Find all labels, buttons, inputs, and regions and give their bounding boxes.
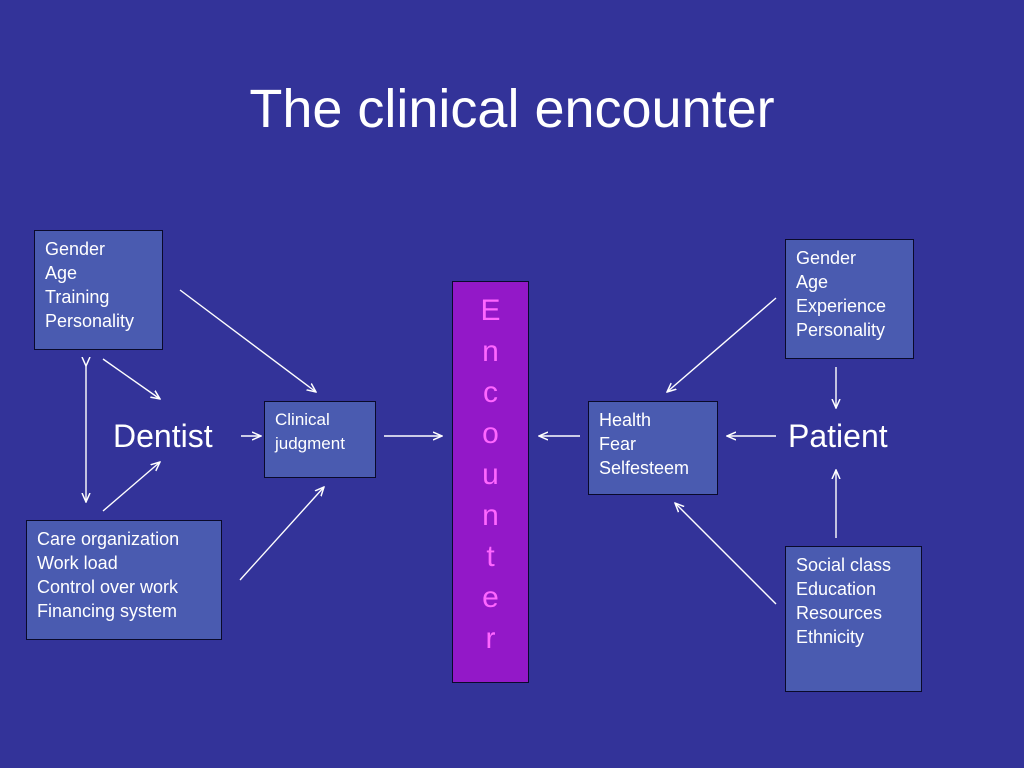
factor-item: Gender xyxy=(796,248,857,268)
encounter-letter: e xyxy=(482,581,499,614)
patient-label: Patient xyxy=(788,418,888,454)
arrow-work-to-dentist xyxy=(102,462,160,512)
encounter-box: E n c o u n t e r xyxy=(452,281,529,683)
encounter-letter: o xyxy=(482,417,499,450)
factor-item: Social class xyxy=(796,555,892,575)
arrow-personal-to-judgment xyxy=(179,289,316,392)
clinical-judgment-line: Clinical xyxy=(275,410,330,429)
arrow-social-to-state xyxy=(675,503,777,605)
factor-item: Ethnicity xyxy=(796,627,865,647)
arrow-work-to-judgment xyxy=(239,487,324,581)
factor-item: Experience xyxy=(796,296,887,316)
encounter-letter: n xyxy=(482,335,499,368)
factor-item: Gender xyxy=(45,239,106,259)
encounter-letter: r xyxy=(485,622,496,655)
dentist-personal-factors-box: Gender Age Training Personality xyxy=(34,230,163,350)
factor-item: Personality xyxy=(796,320,886,340)
state-item: Fear xyxy=(599,434,637,454)
state-item: Health xyxy=(599,410,652,430)
encounter-letter: u xyxy=(482,458,499,491)
factor-item: Control over work xyxy=(37,577,179,597)
factor-item: Financing system xyxy=(37,601,178,621)
factor-item: Care organization xyxy=(37,529,180,549)
dentist-label: Dentist xyxy=(113,418,213,454)
factor-item: Age xyxy=(45,263,78,283)
encounter-letter: c xyxy=(483,376,498,409)
encounter-letter: t xyxy=(486,540,495,573)
factor-item: Work load xyxy=(37,553,118,573)
clinical-judgment-line: judgment xyxy=(275,434,345,453)
factor-item: Resources xyxy=(796,603,883,623)
page-title: The clinical encounter xyxy=(249,79,775,139)
patient-social-factors-box: Social class Education Resources Ethnici… xyxy=(785,546,922,692)
factor-item: Education xyxy=(796,579,877,599)
factor-item: Age xyxy=(796,272,829,292)
dentist-work-factors-box: Care organization Work load Control over… xyxy=(26,520,222,640)
encounter-letter: E xyxy=(480,294,501,327)
patient-state-box: Health Fear Selfesteem xyxy=(588,401,718,495)
patient-personal-factors-box: Gender Age Experience Personality xyxy=(785,239,914,359)
factor-item: Training xyxy=(45,287,110,307)
state-item: Selfesteem xyxy=(599,458,690,478)
arrow-personal-to-dentist xyxy=(102,358,160,399)
factor-item: Personality xyxy=(45,311,135,331)
encounter-letter: n xyxy=(482,499,499,532)
arrow-personal-to-state xyxy=(667,297,777,392)
clinical-judgment-box: Clinical judgment xyxy=(264,401,376,478)
